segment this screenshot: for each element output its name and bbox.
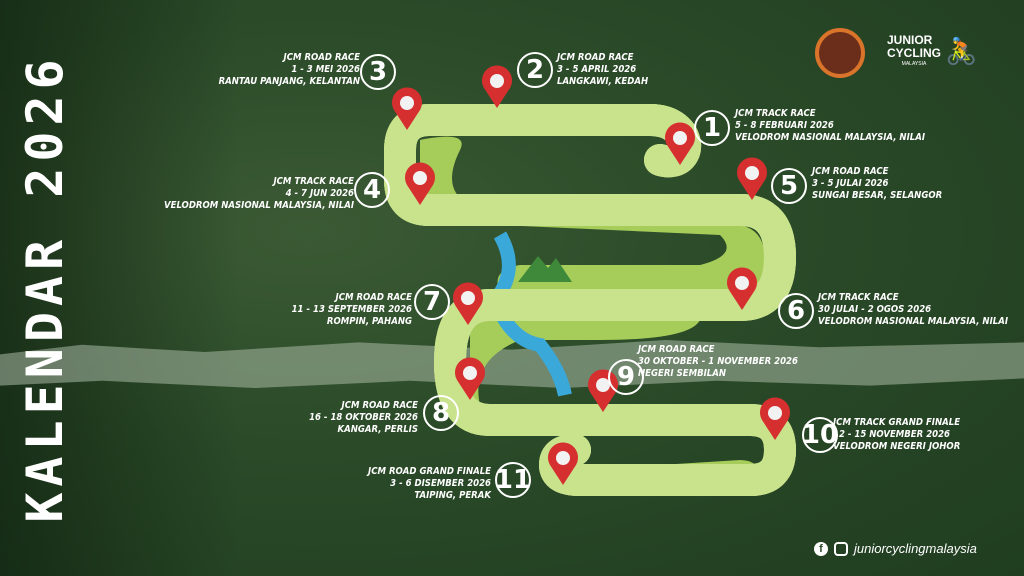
- event-number-badge: 10: [802, 417, 838, 453]
- river: [487, 231, 572, 397]
- event-name: JCM ROAD RACE: [557, 52, 634, 63]
- event-venue: TAIPING, PERAK: [414, 490, 491, 501]
- event-number-badge: 5: [771, 168, 807, 204]
- cyclist-icon: 🚴: [945, 36, 978, 66]
- logo-text: CYCLING: [887, 46, 941, 60]
- event-number-badge: 7: [414, 284, 450, 320]
- event-date: 30 JULAI - 2 OGOS 2026: [818, 304, 932, 315]
- event-name: JCM ROAD RACE: [341, 400, 418, 411]
- instagram-icon[interactable]: [834, 541, 848, 556]
- event-date: 5 - 8 FEBRUARI 2026: [735, 120, 834, 131]
- event-venue: VELODROM NEGERI JOHOR: [833, 441, 961, 452]
- event-name: JCM ROAD RACE: [638, 344, 715, 355]
- event-number-badge: 11: [495, 462, 531, 498]
- grass-area: [420, 136, 470, 205]
- junior-cycling-logo: JUNIOR CYCLING MALAYSIA: [887, 34, 941, 68]
- event-venue: VELODROM NASIONAL MALAYSIA, NILAI: [818, 316, 1008, 327]
- event-venue: SUNGAI BESAR, SELANGOR: [812, 190, 943, 201]
- logo-text: JUNIOR: [887, 33, 933, 47]
- event-name: JCM ROAD RACE: [812, 166, 889, 177]
- event-venue: KANGAR, PERLIS: [337, 424, 418, 435]
- event-date: 12 - 15 NOVEMBER 2026: [833, 429, 950, 440]
- event-venue: ROMPIN, PAHANG: [326, 316, 412, 327]
- event-number-badge: 4: [354, 172, 390, 208]
- event-date: 30 OKTOBER - 1 NOVEMBER 2026: [638, 356, 798, 367]
- event-name: JCM ROAD RACE: [335, 292, 412, 303]
- event-date: 3 - 6 DISEMBER 2026: [390, 478, 491, 489]
- event-number-badge: 8: [423, 395, 459, 431]
- event-venue: RANTAU PANJANG, KELANTAN: [218, 76, 360, 87]
- event-venue: NEGERI SEMBILAN: [638, 368, 726, 379]
- location-pin-icon: [727, 267, 758, 310]
- event-name: JCM TRACK RACE: [735, 108, 816, 119]
- event-number-badge: 2: [517, 52, 553, 88]
- event-date: 3 - 5 JULAI 2026: [812, 178, 889, 189]
- msn-seal-logo: [815, 28, 865, 78]
- grass-area: [470, 320, 700, 405]
- event-venue: VELODROM NASIONAL MALAYSIA, NILAI: [735, 132, 925, 143]
- event-venue: VELODROM NASIONAL MALAYSIA, NILAI: [164, 200, 354, 211]
- background-shade: [0, 0, 240, 576]
- event-name: JCM ROAD RACE: [283, 52, 360, 63]
- event-date: 11 - 13 SEPTEMBER 2026: [291, 304, 412, 315]
- event-number-badge: 9: [608, 359, 644, 395]
- social-handle: f juniorcyclingmalaysia: [814, 541, 977, 556]
- location-pin-icon: [737, 157, 768, 200]
- location-pin-icon: [455, 357, 486, 400]
- event-number-badge: 3: [360, 54, 396, 90]
- event-number-badge: 1: [694, 110, 730, 146]
- event-date: 16 - 18 OKTOBER 2026: [309, 412, 418, 423]
- location-pin-icon: [760, 397, 791, 440]
- event-name: JCM TRACK RACE: [818, 292, 899, 303]
- event-venue: LANGKAWI, KEDAH: [557, 76, 649, 87]
- logo-subtext: MALAYSIA: [901, 61, 927, 67]
- location-pin-icon: [453, 282, 483, 325]
- social-handle-text: juniorcyclingmalaysia: [854, 541, 977, 556]
- event-date: 4 - 7 JUN 2026: [285, 188, 354, 199]
- location-pin-icon: [548, 442, 578, 485]
- event-name: JCM TRACK GRAND FINALE: [833, 417, 961, 428]
- facebook-icon[interactable]: f: [814, 541, 828, 556]
- event-number-badge: 6: [778, 293, 814, 329]
- event-date: 3 - 5 APRIL 2026: [557, 64, 637, 75]
- location-pin-icon: [392, 87, 423, 130]
- location-pin-icon: [405, 162, 436, 205]
- event-name: JCM ROAD GRAND FINALE: [368, 466, 491, 477]
- mountain-icon: [518, 256, 572, 282]
- event-name: JCM TRACK RACE: [273, 176, 354, 187]
- event-date: 1 - 3 MEI 2026: [291, 64, 360, 75]
- location-pin-icon: [665, 122, 695, 165]
- location-pin-icon: [482, 65, 513, 108]
